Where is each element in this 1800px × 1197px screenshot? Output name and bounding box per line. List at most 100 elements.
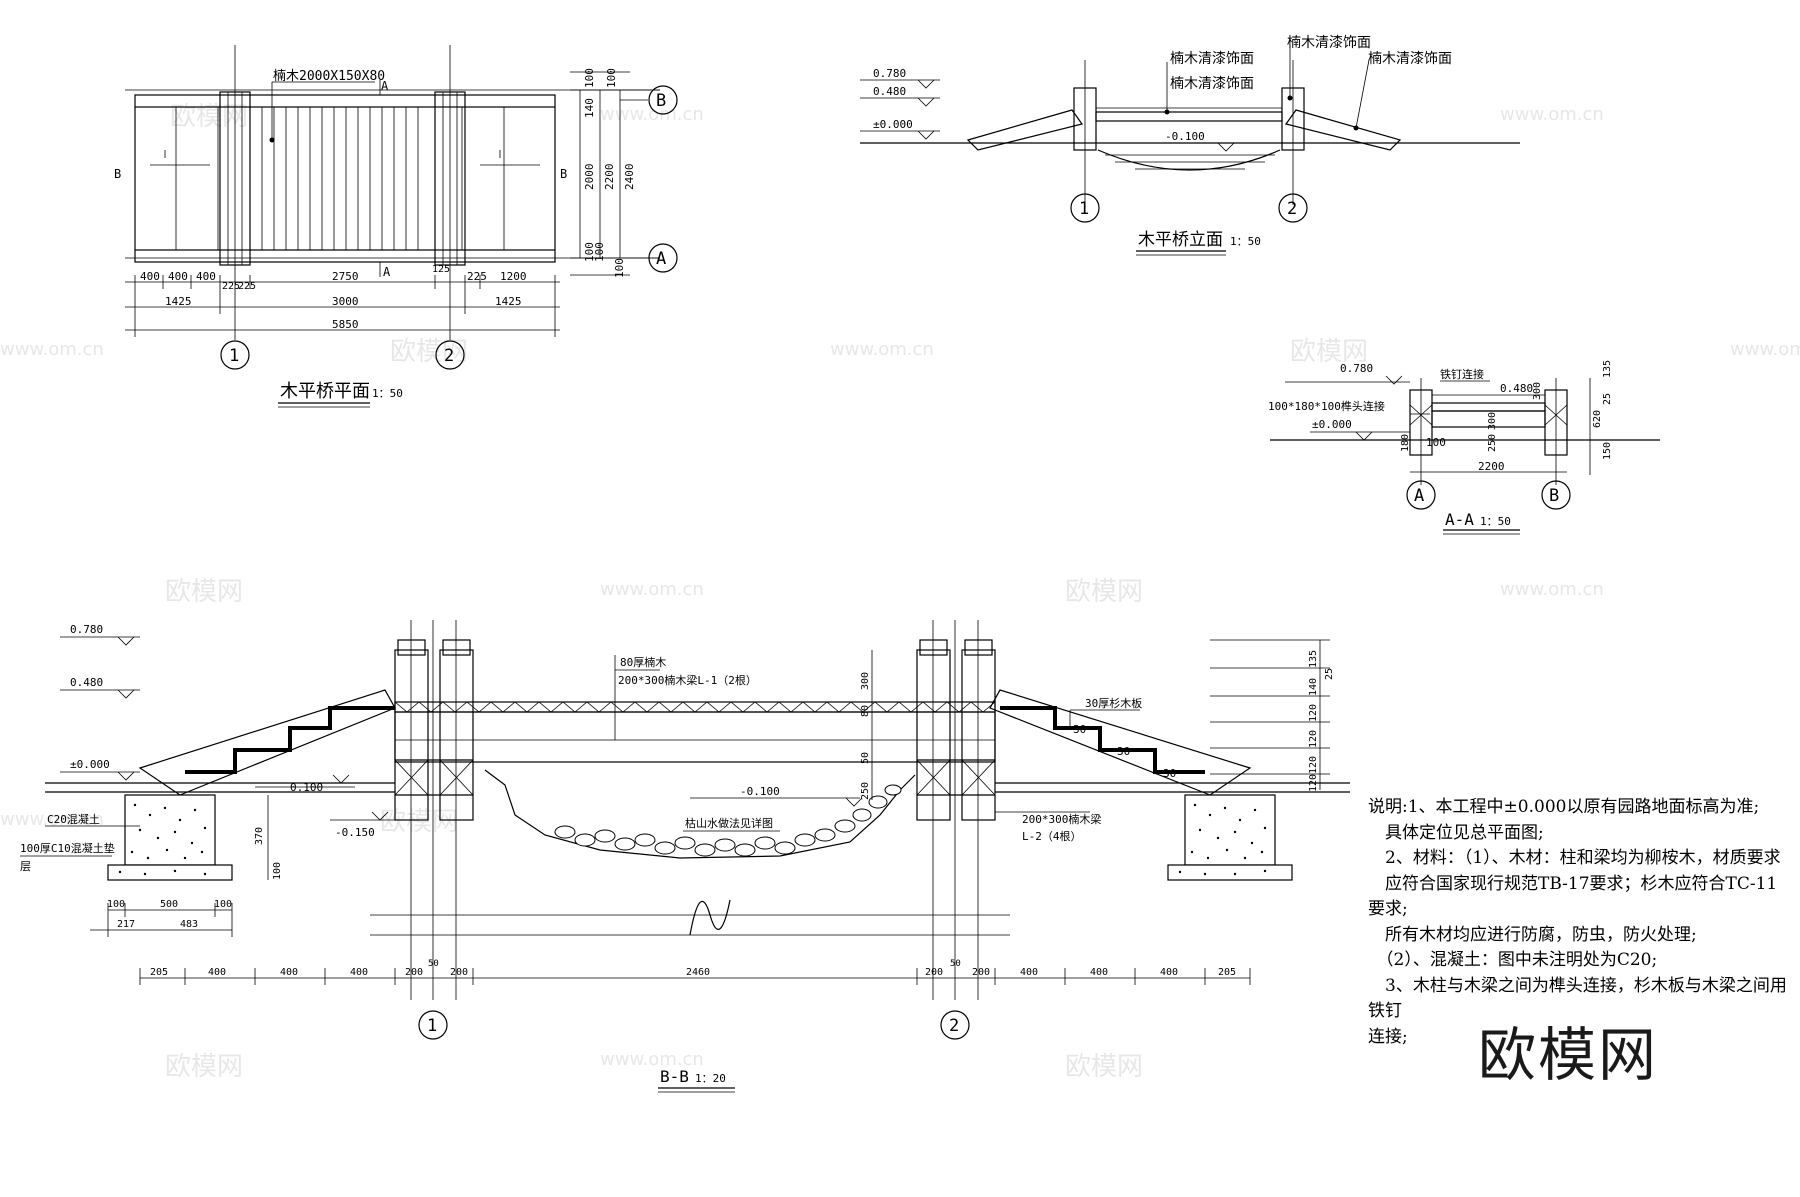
- section-bb-hdim: 400: [280, 967, 298, 978]
- section-aa-vdim: 150: [1602, 442, 1613, 460]
- plan-hdim: 1200: [500, 270, 527, 283]
- plan-vdim: 2200: [603, 164, 616, 191]
- section-bb-footing-dim: 217: [117, 919, 135, 930]
- plan-vdim: 2400: [623, 164, 636, 191]
- section-bb-left-ramp: [138, 689, 396, 796]
- elevation-water: [1097, 149, 1281, 171]
- elevation-right-ramp: [1284, 109, 1402, 151]
- watermark-text: 欧模网: [165, 1052, 243, 1082]
- plan-axis-2-bubble: [435, 340, 465, 370]
- section-bb-hdim: 200: [405, 967, 423, 978]
- elevation-deck: [1095, 111, 1283, 122]
- watermark-url: www.om.cn: [1730, 339, 1800, 360]
- elevation-level: 0.480: [873, 85, 906, 98]
- watermark-layer: 欧模网 www.om.cn www.om.cn 欧模网 www.om.cn 欧模…: [0, 102, 1800, 1082]
- section-bb-cushion-label: 100厚C10混凝土垫: [20, 841, 115, 855]
- elevation-finish-label: 楠木清漆饰面: [1368, 51, 1452, 67]
- section-bb-beam1-label: 200*300楠木梁L-1（2根）: [618, 673, 757, 687]
- section-bb-cushion-label-2: 层: [20, 860, 31, 873]
- section-bb-hdim: 200: [925, 967, 943, 978]
- section-aa-beam: [1431, 410, 1546, 428]
- watermark-url: www.om.cn: [600, 579, 704, 600]
- elevation-title: 木平桥立面: [1138, 230, 1223, 250]
- section-bb-posts: [394, 639, 996, 821]
- elevation-axis-1-bubble: [1070, 193, 1100, 223]
- plan-dim-ticks: [134, 275, 556, 337]
- section-aa-axis-a-label: A: [1414, 486, 1424, 506]
- section-bb-hdim: 400: [208, 967, 226, 978]
- plan-deck-planks: [261, 107, 419, 250]
- section-bb-vdim-left: 100: [272, 862, 283, 880]
- section-bb-vdim-right: 120: [1308, 774, 1319, 792]
- plan-hdim: 3000: [332, 295, 359, 308]
- section-bb-vdim-mid: 300: [860, 672, 871, 690]
- section-bb-right-footing: [1184, 794, 1276, 866]
- plan-axis-a-bubble: [648, 243, 678, 273]
- plan-hdim: 2750: [332, 270, 359, 283]
- section-bb-level: 0.100: [290, 781, 323, 794]
- section-bb-beam2-label: 200*300楠木梁: [1022, 812, 1101, 826]
- note-line: 3、木柱与木梁之间为榫头连接，杉木板与木梁之间用铁钉: [1368, 975, 1787, 1022]
- section-bb-vdim-right: 25: [1324, 668, 1335, 680]
- section-aa-vdim: 135: [1602, 360, 1613, 378]
- section-aa-hdim: 2200: [1478, 460, 1505, 473]
- plan-section-mark-a: A: [381, 79, 389, 93]
- section-aa-vdim: 300: [1487, 412, 1498, 430]
- section-bb-plank-label: 30厚杉木板: [1085, 696, 1142, 710]
- plan-title: 木平桥平面: [280, 381, 370, 402]
- elevation-finish-label: 楠木清漆饰面: [1170, 51, 1254, 67]
- section-bb-vdim-right: 120: [1308, 756, 1319, 774]
- plan-hdim: 400: [196, 270, 216, 283]
- plan-total-dim: 5850: [332, 318, 359, 331]
- watermark-text: 欧模网: [1065, 1052, 1143, 1082]
- section-bb-scale: 1：20: [695, 1072, 726, 1085]
- watermark-text: 欧模网: [1065, 577, 1143, 607]
- plan-axis-a-label: A: [656, 249, 666, 269]
- section-bb-vdim-right: 120: [1308, 704, 1319, 722]
- plan-section-mark-a: A: [383, 265, 391, 279]
- design-notes: 说明:1、本工程中±0.000以原有园路地面标高为准; 具体定位见总平面图; 2…: [1368, 795, 1788, 1050]
- plan-view: 楠木2000X150X80 A A B B 100 100 140 2000 2…: [114, 45, 678, 408]
- elevation-axis-2-bubble: [1278, 193, 1308, 223]
- watermark-logo: 欧模网: [1478, 1021, 1659, 1089]
- section-bb-concrete-label: C20混凝土: [47, 812, 100, 826]
- section-aa-vdim: 25: [1602, 393, 1613, 405]
- section-bb-hdim: 200: [972, 967, 990, 978]
- elevation-finish-label: 楠木清漆饰面: [1170, 76, 1254, 92]
- plan-rail-top: [134, 94, 556, 108]
- watermark-url: www.om.cn: [1500, 579, 1604, 600]
- section-bb-vdim-right: 135: [1308, 650, 1319, 668]
- section-bb-deck-label: 80厚楠木: [620, 655, 666, 669]
- plan-vdim: 140: [583, 98, 596, 118]
- watermark-text: 欧模网: [380, 807, 458, 837]
- section-aa-axis-a-bubble: [1406, 480, 1436, 510]
- note-line: 说明:1、本工程中±0.000以原有园路地面标高为准;: [1368, 797, 1760, 817]
- plan-vdim: 100: [583, 68, 596, 88]
- section-aa-vdim: 300: [1532, 382, 1543, 400]
- section-bb-vdim-mid: 80: [860, 705, 871, 717]
- watermark-url: www.om.cn: [1500, 104, 1604, 125]
- section-bb-level: ±0.000: [70, 758, 110, 771]
- section-aa-axis-b-label: B: [1549, 486, 1559, 506]
- plan-section-mark-b: B: [560, 167, 567, 181]
- section-bb-rockery-label: 枯山水做法见详图: [685, 816, 773, 830]
- plan-hdim: 225: [238, 281, 256, 292]
- section-bb: 0.780 0.480 ±0.000: [20, 620, 1350, 1093]
- watermark-text: 欧模网: [1290, 337, 1368, 367]
- section-aa-vdim: 250: [1487, 434, 1498, 452]
- plan-vdim: 100: [583, 242, 596, 262]
- plan-hdim: 125: [432, 264, 450, 275]
- plan-scale: 1：50: [372, 387, 403, 400]
- plan-hdim: 1425: [165, 295, 192, 308]
- section-bb-axis-1-label: 1: [427, 1016, 437, 1036]
- section-bb-dry-stream: [484, 769, 916, 859]
- section-bb-axis-2-bubble: [940, 1010, 970, 1040]
- plan-vdim: 2000: [583, 164, 596, 191]
- plan-hdim: 225: [467, 270, 487, 283]
- plan-axis-1-bubble: [220, 340, 250, 370]
- section-bb-hdim: 50: [950, 959, 961, 969]
- section-bb-footing-dim: 100: [107, 899, 125, 910]
- section-bb-water-level: -0.100: [740, 785, 780, 798]
- plan-section-mark-b: B: [114, 167, 121, 181]
